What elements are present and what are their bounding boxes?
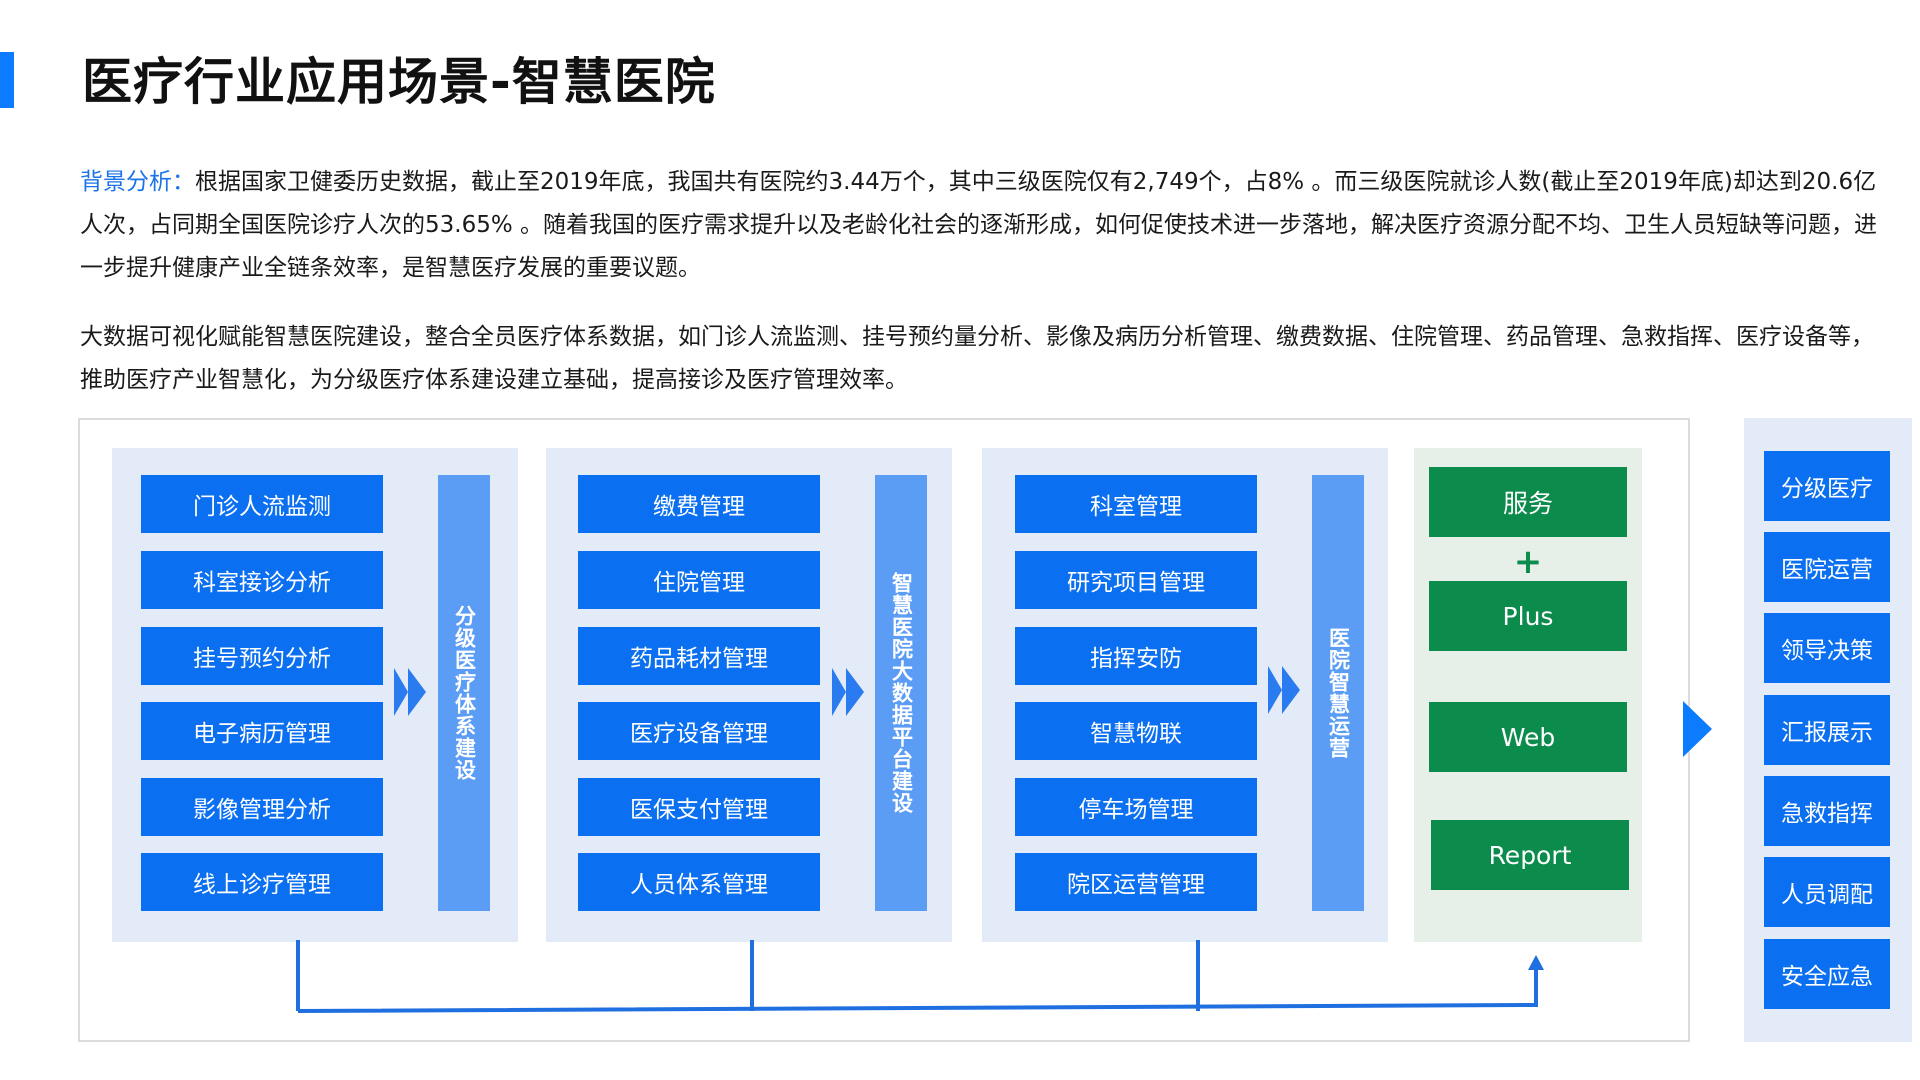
arrow-up-icon [1528, 955, 1544, 970]
output-plus: Plus [1429, 581, 1627, 651]
group2-item: 医保支付管理 [578, 778, 820, 836]
benefit-item: 安全应急 [1764, 939, 1890, 1009]
group1-item: 线上诊疗管理 [141, 853, 383, 911]
group3-item: 科室管理 [1015, 475, 1257, 533]
group3-item: 停车场管理 [1015, 778, 1257, 836]
group3-item: 指挥安防 [1015, 627, 1257, 685]
benefit-item: 急救指挥 [1764, 776, 1890, 846]
benefit-item: 领导决策 [1764, 613, 1890, 683]
group2-item: 住院管理 [578, 551, 820, 609]
background-paragraph: 背景分析：根据国家卫健委历史数据，截止至2019年底，我国共有医院约3.44万个… [80, 161, 1880, 290]
group1-item: 挂号预约分析 [141, 627, 383, 685]
output-report: Report [1431, 820, 1629, 890]
title-accent-bar [0, 52, 14, 108]
group2-category-label: 智慧医院大数据平台建设 [889, 572, 914, 814]
group3-item: 研究项目管理 [1015, 551, 1257, 609]
background-text: 根据国家卫健委历史数据，截止至2019年底，我国共有医院约3.44万个，其中三级… [80, 169, 1878, 281]
benefit-item: 汇报展示 [1764, 695, 1890, 765]
group3-category-label: 医院智慧运营 [1326, 627, 1351, 759]
page-title: 医疗行业应用场景-智慧医院 [82, 53, 716, 111]
group1-item: 门诊人流监测 [141, 475, 383, 533]
group2-item: 药品耗材管理 [578, 627, 820, 685]
group3-category-bar: 医院智慧运营 [1312, 475, 1364, 911]
double-arrow-icon [394, 668, 426, 716]
output-web: Web [1429, 702, 1627, 772]
summary-paragraph: 大数据可视化赋能智慧医院建设，整合全员医疗体系数据，如门诊人流监测、挂号预约量分… [80, 324, 1874, 393]
plus-sign: + [1513, 542, 1543, 582]
output-service: 服务 [1429, 467, 1627, 537]
group1-category-bar: 分级医疗体系建设 [438, 475, 490, 911]
double-arrow-icon [832, 668, 864, 716]
group1-item: 科室接诊分析 [141, 551, 383, 609]
group1-category-label: 分级医疗体系建设 [452, 605, 477, 781]
group2-category-bar: 智慧医院大数据平台建设 [875, 475, 927, 911]
benefit-item: 医院运营 [1764, 532, 1890, 602]
group2-item: 缴费管理 [578, 475, 820, 533]
double-arrow-icon [1268, 666, 1300, 714]
group3-item: 智慧物联 [1015, 702, 1257, 760]
benefit-item: 人员调配 [1764, 857, 1890, 927]
arrow-right-icon [1683, 701, 1712, 757]
benefit-item: 分级医疗 [1764, 451, 1890, 521]
feedback-connector [296, 940, 1538, 1013]
group1-item: 电子病历管理 [141, 702, 383, 760]
group3-item: 院区运营管理 [1015, 853, 1257, 911]
background-label: 背景分析： [80, 169, 195, 195]
group2-item: 医疗设备管理 [578, 702, 820, 760]
group2-item: 人员体系管理 [578, 853, 820, 911]
group1-item: 影像管理分析 [141, 778, 383, 836]
